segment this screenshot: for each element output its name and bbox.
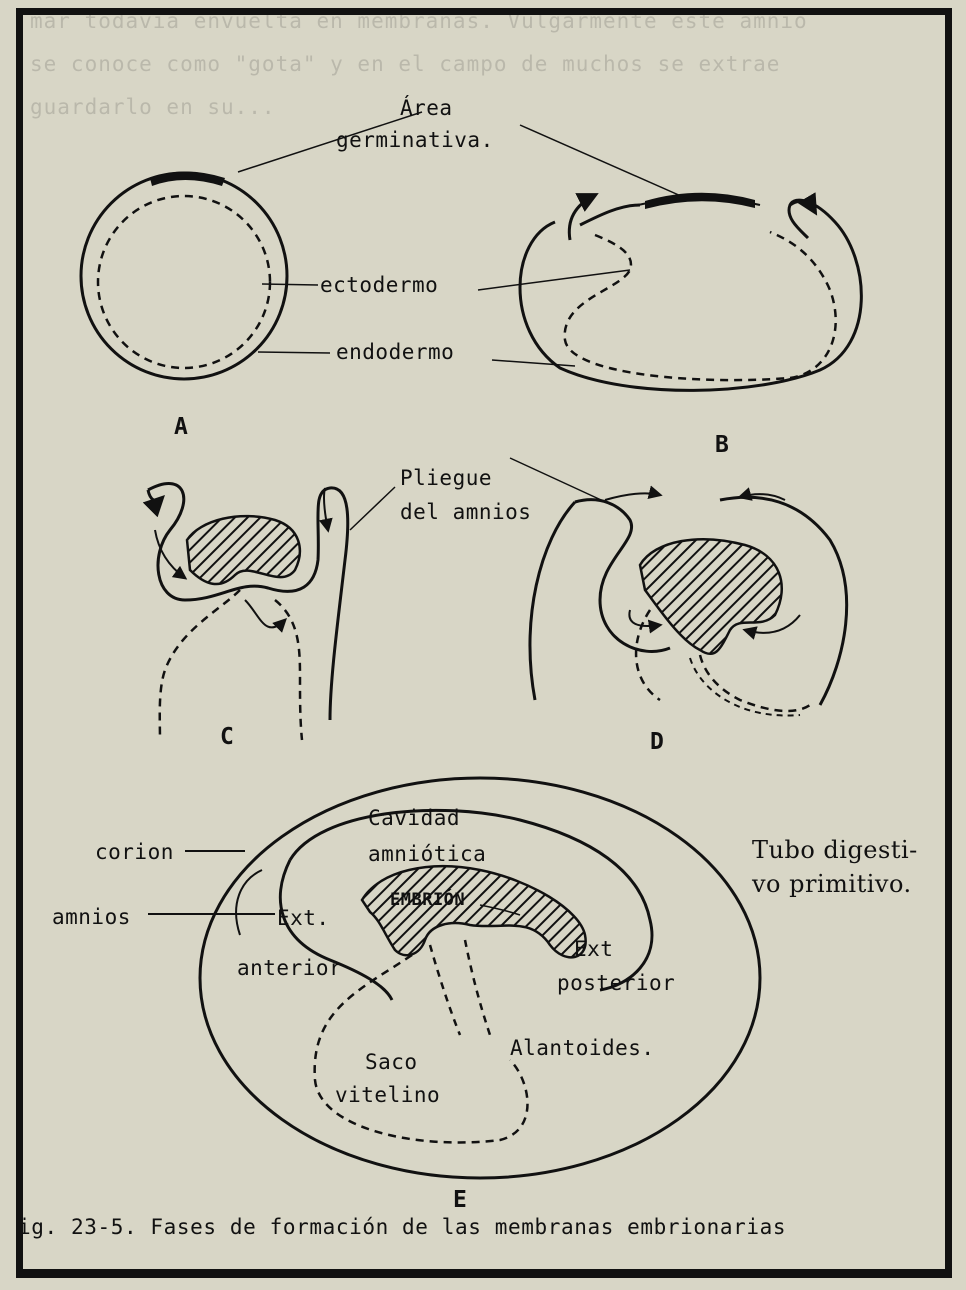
- cavidad-amniotica-label-line1: Cavidad: [368, 806, 460, 830]
- panel-b-diagram: [520, 193, 861, 391]
- saco-vitelino-label-line1: Saco: [365, 1050, 418, 1074]
- amnios-label: amnios: [52, 905, 131, 929]
- alantoides-label: Alantoides.: [510, 1036, 655, 1060]
- panel-a-diagram: [81, 172, 287, 380]
- ext-posterior-label-line2: posterior: [557, 971, 675, 995]
- embrion-label: EMBRIÓN: [390, 888, 465, 912]
- tubo-digestivo-label-line2: vo primitivo.: [752, 872, 912, 896]
- panel-d-diagram: [530, 493, 847, 715]
- ectodermo-label: ectodermo: [320, 273, 438, 297]
- corion-label: corion: [95, 840, 174, 864]
- panel-d-letter: D: [650, 730, 664, 754]
- panel-b-letter: B: [715, 433, 729, 457]
- area-germinativa-label-line1: Área: [400, 96, 453, 120]
- saco-vitelino-label-line2: vitelino: [335, 1083, 440, 1107]
- ext-anterior-label-line1: Ext.: [277, 906, 330, 930]
- cavidad-amniotica-label-line2: amniótica: [368, 842, 486, 866]
- area-germinativa-label-line2: germinativa.: [336, 128, 494, 152]
- panel-c-diagram: [148, 484, 348, 740]
- panel-a-letter: A: [174, 415, 188, 439]
- tubo-digestivo-label-line1: Tubo digesti-: [752, 838, 918, 862]
- ext-posterior-label-line1: Ext: [574, 937, 613, 961]
- endodermo-label: endodermo: [336, 340, 454, 364]
- figure-caption: ig. 23-5. Fases de formación de las memb…: [18, 1215, 786, 1239]
- pliegue-amnios-label-line2: del amnios: [400, 500, 531, 524]
- panel-e-letter: E: [453, 1188, 467, 1212]
- panel-c-letter: C: [220, 725, 234, 749]
- pliegue-amnios-label-line1: Pliegue: [400, 466, 492, 490]
- ext-anterior-label-line2: anterior: [237, 956, 342, 980]
